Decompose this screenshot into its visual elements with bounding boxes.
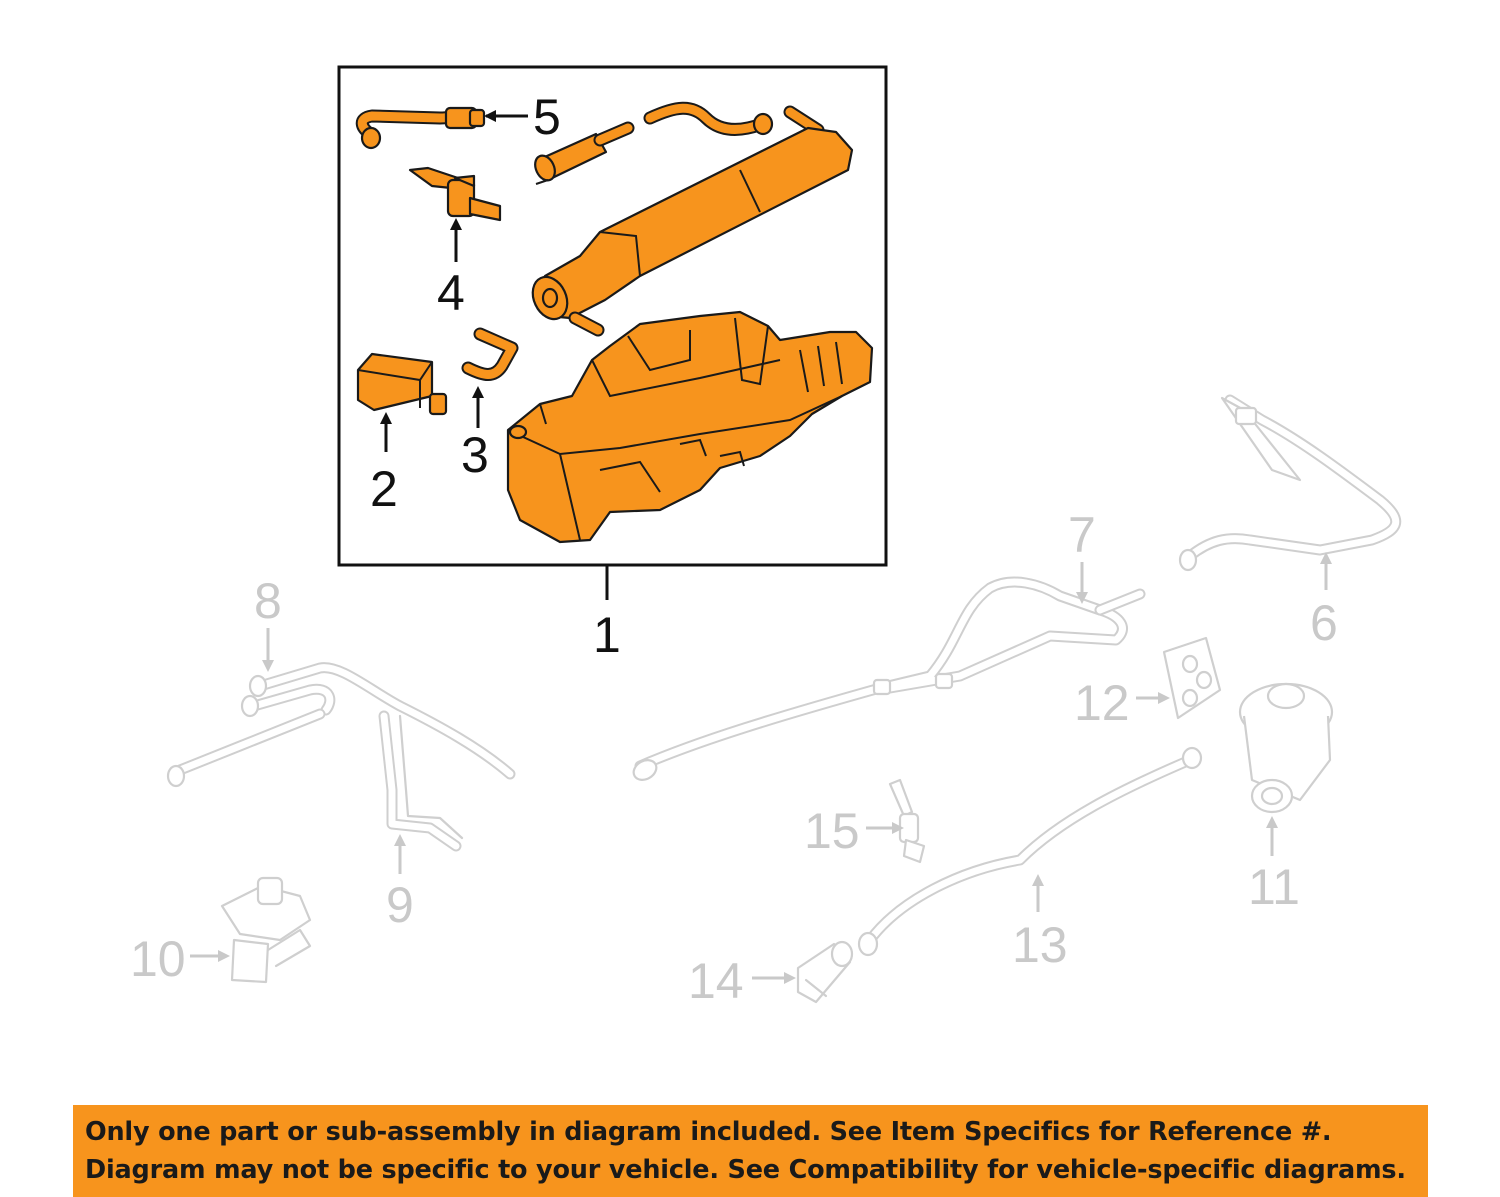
canister-tube bbox=[531, 105, 854, 337]
callout-7: 7 bbox=[1068, 507, 1096, 563]
arrowhead-11 bbox=[1266, 816, 1278, 828]
part-8-tubes bbox=[166, 662, 516, 788]
callout-12: 12 bbox=[1074, 675, 1130, 731]
callout-1: 1 bbox=[593, 607, 621, 663]
part-14-fitting bbox=[796, 940, 854, 1004]
callout-5: 5 bbox=[533, 89, 561, 145]
assembly-frame bbox=[337, 65, 888, 567]
callout-13: 13 bbox=[1012, 917, 1068, 973]
part-15-sensor bbox=[888, 778, 926, 864]
callout-11: 11 bbox=[1248, 859, 1300, 915]
callout-15: 15 bbox=[804, 803, 860, 859]
arrowhead-13 bbox=[1032, 874, 1044, 886]
evap-canister[interactable] bbox=[506, 310, 874, 544]
part-12-gasket bbox=[1162, 636, 1222, 720]
arrowhead-15 bbox=[892, 822, 904, 834]
callout-2: 2 bbox=[370, 461, 398, 517]
callout-10: 10 bbox=[130, 931, 186, 987]
callout-4: 4 bbox=[437, 265, 465, 321]
part-9-lines bbox=[378, 710, 464, 852]
callout-8: 8 bbox=[254, 573, 282, 629]
part-4-valve[interactable] bbox=[408, 166, 502, 222]
callout-14: 14 bbox=[688, 953, 744, 1009]
callout-3: 3 bbox=[461, 427, 489, 483]
arrowhead-8 bbox=[262, 660, 274, 672]
arrowhead-4 bbox=[450, 218, 462, 230]
upper-hose bbox=[643, 101, 774, 136]
arrowhead-14 bbox=[784, 972, 796, 984]
connector-tube bbox=[534, 121, 635, 185]
arrowhead-5 bbox=[484, 110, 496, 122]
disclaimer-line-1: Only one part or sub-assembly in diagram… bbox=[85, 1117, 1332, 1147]
disclaimer-banner: Only one part or sub-assembly in diagram… bbox=[73, 1105, 1428, 1197]
arrowhead-9 bbox=[394, 834, 406, 846]
arrowhead-10 bbox=[218, 950, 230, 962]
callout-6: 6 bbox=[1310, 595, 1338, 651]
part-7-line bbox=[632, 576, 1146, 781]
arrowhead-2 bbox=[380, 412, 392, 424]
part-5-harness[interactable] bbox=[355, 106, 486, 150]
part-10-valve bbox=[220, 876, 312, 984]
part-11-egr-valve bbox=[1238, 682, 1334, 814]
callout-9: 9 bbox=[386, 877, 414, 933]
part-13-tube bbox=[857, 746, 1203, 957]
part-6-hose bbox=[1178, 394, 1402, 572]
arrowhead-12 bbox=[1158, 692, 1170, 704]
part-3-hose[interactable] bbox=[461, 327, 519, 381]
arrowhead-6 bbox=[1320, 552, 1332, 564]
part-2-sensor[interactable] bbox=[356, 352, 448, 416]
arrowhead-7 bbox=[1076, 592, 1088, 604]
disclaimer-line-2: Diagram may not be specific to your vehi… bbox=[85, 1155, 1406, 1185]
arrowhead-3 bbox=[472, 386, 484, 398]
